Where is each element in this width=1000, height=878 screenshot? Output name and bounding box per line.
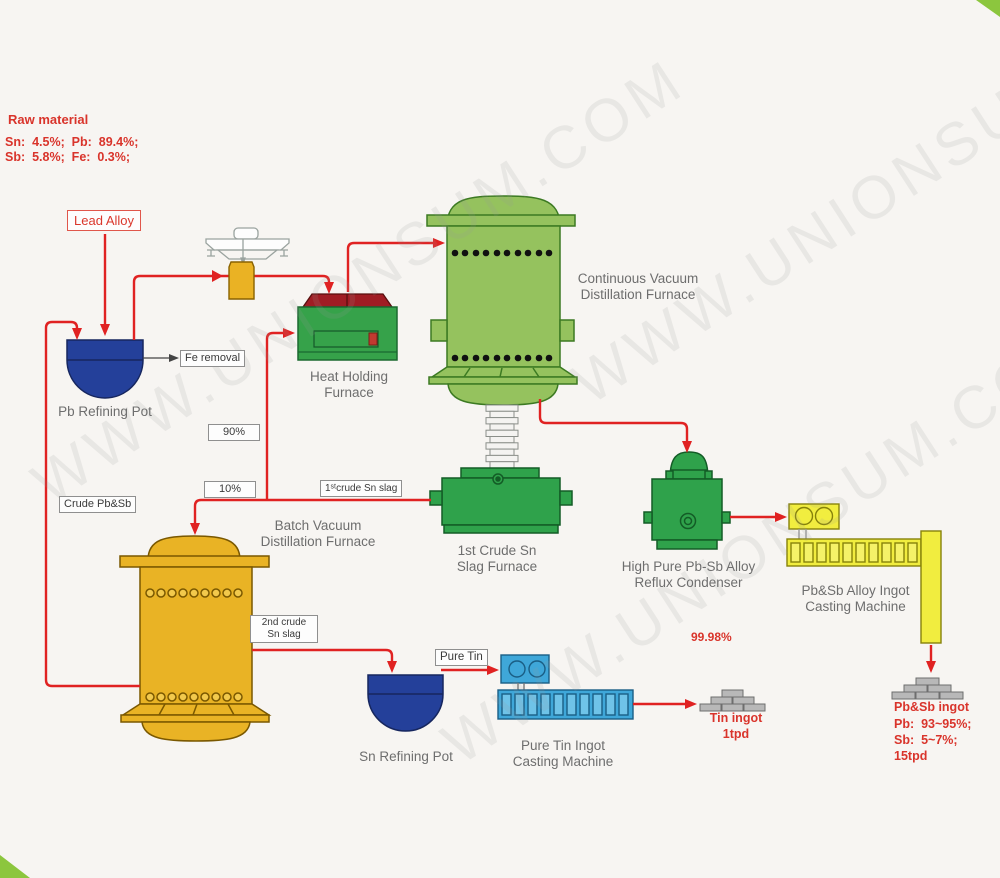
label-line: Furnace — [324, 385, 374, 400]
label-slag-furnace: 1st Crude Sn Slag Furnace — [427, 543, 567, 575]
label-line: Continuous Vacuum — [577, 271, 699, 286]
label-line: Reflux Condenser — [634, 575, 743, 590]
flow-lines — [44, 234, 936, 709]
fe-removal-box: Fe removal — [180, 350, 246, 367]
pct-90-box: 90% — [208, 424, 260, 441]
label-line: Slag Furnace — [456, 559, 538, 574]
first-crude-sn-slag-box: 1ˢᵗcrude Sn slag — [320, 480, 403, 497]
label-line: Pb&Sb Alloy Ingot — [801, 583, 910, 598]
tin-ingot-rate: 1tpd — [722, 727, 750, 741]
bolt-dots — [451, 249, 553, 362]
pbsb-ingot-casting-machine-shape — [786, 503, 942, 644]
label-line: Distillation Furnace — [260, 534, 376, 549]
raw-material-title: Raw material — [8, 112, 89, 127]
tin-ingot-stack — [699, 689, 766, 712]
flow-continuous-to-condenser — [538, 399, 692, 453]
pb-refining-pot-shape — [66, 339, 144, 399]
pbsb-ingot-name: Pb&Sb ingot — [894, 700, 969, 714]
label-line: Batch Vacuum — [274, 518, 362, 533]
pbsb-ingot-pb: Pb: 93~95%; — [894, 717, 972, 731]
second-crude-line1: 2nd crude — [261, 617, 307, 628]
label-line: Casting Machine — [512, 754, 614, 769]
pbsb-ingot-stack — [891, 677, 964, 700]
transfer-ladle — [228, 261, 255, 300]
first-crude-sn-slag-furnace-shape — [429, 467, 573, 534]
label-line: Pure Tin Ingot — [520, 738, 606, 753]
ring-bolts — [145, 588, 243, 702]
pbsb-ingot-rate: 15tpd — [894, 749, 928, 763]
purity-text: 99.98% — [691, 630, 732, 644]
label-line: Heat Holding — [309, 369, 389, 384]
pure-tin-box: Pure Tin — [435, 649, 488, 666]
label-batch-furnace: Batch Vacuum Distillation Furnace — [237, 518, 399, 550]
label-reflux-condenser: High Pure Pb-Sb Alloy Reflux Condenser — [597, 559, 780, 591]
overhead-crane — [205, 227, 290, 267]
pct-10-box: 10% — [204, 481, 256, 498]
lead-alloy-box: Lead Alloy — [67, 210, 141, 231]
flow-90pct-recycle — [265, 328, 295, 500]
expansion-bellows-shape — [485, 404, 519, 469]
label-line: High Pure Pb-Sb Alloy — [621, 559, 756, 574]
flow-mid-arrowhead — [212, 270, 223, 282]
label-line: Distillation Furnace — [580, 287, 696, 302]
label-heat-holding-furnace: Heat Holding Furnace — [278, 369, 420, 401]
second-crude-line2: Sn slag — [267, 629, 301, 640]
label-line: 1st Crude Sn — [457, 543, 537, 558]
label-sn-refining-pot: Sn Refining Pot — [359, 749, 453, 764]
label-pbsb-casting-machine: Pb&Sb Alloy Ingot Casting Machine — [774, 583, 937, 615]
raw-material-line1: Sn: 4.5%; Pb: 89.4%; — [5, 135, 139, 149]
tin-ingot-casting-machine-shape — [497, 654, 634, 720]
reflux-condenser-shape — [643, 451, 731, 550]
corner-triangle-top-right — [976, 0, 1000, 17]
heat-holding-furnace-shape — [297, 293, 398, 361]
sn-refining-pot-shape — [367, 674, 444, 732]
raw-material-line2: Sb: 5.8%; Fe: 0.3%; — [5, 150, 131, 164]
continuous-vacuum-distillation-furnace-shape — [426, 195, 578, 406]
flow-crude-pbsb-recycle — [44, 320, 140, 688]
second-crude-sn-slag-box: 2nd crude Sn slag — [250, 615, 318, 643]
pbsb-ingot-sb: Sb: 5~7%; — [894, 733, 958, 747]
label-pb-refining-pot: Pb Refining Pot — [58, 404, 152, 419]
label-continuous-furnace: Continuous Vacuum Distillation Furnace — [566, 271, 710, 303]
label-tin-casting-machine: Pure Tin Ingot Casting Machine — [482, 738, 644, 770]
tin-ingot-name: Tin ingot — [709, 711, 763, 725]
crude-pbsb-box: Crude Pb&Sb — [59, 496, 137, 513]
corner-triangle-bottom-left — [0, 855, 30, 878]
batch-vacuum-distillation-furnace-shape — [119, 535, 272, 742]
label-line: Casting Machine — [805, 599, 906, 614]
flow-heat-to-continuous — [346, 238, 445, 292]
flow-2nd-crude-to-sn-pot — [252, 648, 397, 673]
flow-10pct-to-batch — [190, 498, 431, 535]
